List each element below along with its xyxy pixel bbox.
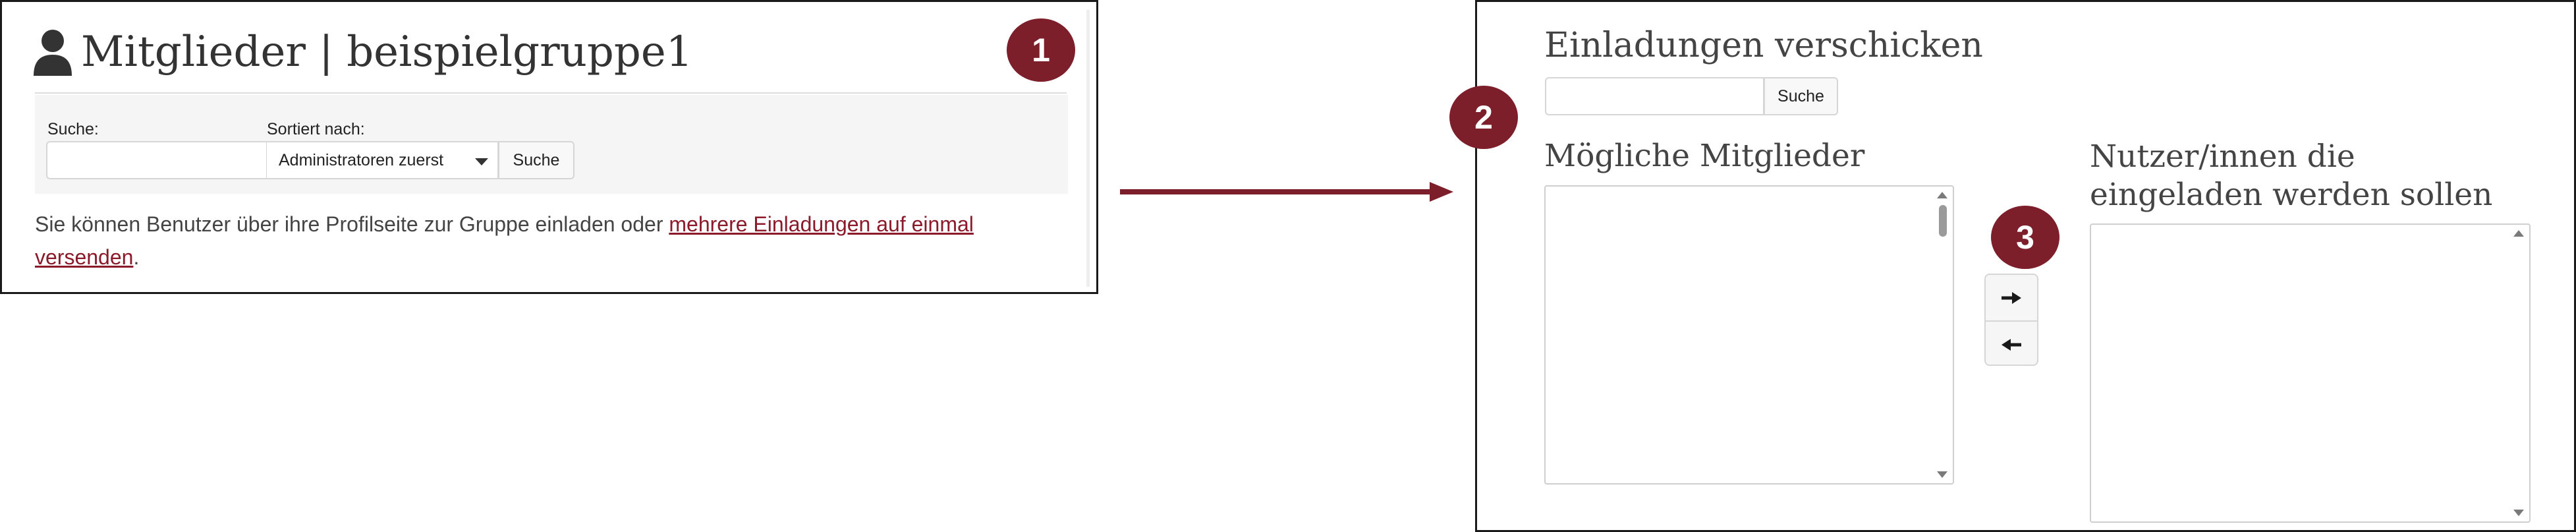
possible-members-listbox[interactable] xyxy=(1544,185,1954,485)
move-buttons xyxy=(1984,274,2038,366)
multiple-invites-link[interactable]: mehrere Einladungen auf einmal versenden xyxy=(35,212,974,269)
remove-from-invitees-button[interactable] xyxy=(1986,320,2037,365)
scroll-up-icon[interactable] xyxy=(1937,192,1947,198)
info-text-body: Sie können Benutzer über ihre Profilseit… xyxy=(35,212,669,236)
person-icon xyxy=(34,30,72,76)
page-title: Mitglieder | beispielgruppe1 xyxy=(81,28,693,76)
invitees-title: Nutzer/innen die eingeladen werden solle… xyxy=(2090,138,2493,213)
members-panel: Mitglieder | beispielgruppe1 Suche: Sort… xyxy=(0,0,1098,294)
sort-label: Sortiert nach: xyxy=(267,120,365,138)
arrow-right-icon xyxy=(2002,291,2021,304)
members-search-button[interactable]: Suche xyxy=(498,141,574,179)
possible-members-title: Mögliche Mitglieder xyxy=(1544,138,1865,174)
step-badge-3: 3 xyxy=(1991,206,2059,269)
invite-search-button[interactable]: Suche xyxy=(1764,77,1838,115)
members-search-input[interactable] xyxy=(46,141,267,179)
info-text-end: . xyxy=(133,245,140,269)
page-scrollbar[interactable] xyxy=(1086,10,1090,287)
invitees-listbox[interactable] xyxy=(2090,223,2531,523)
scroll-down-icon[interactable] xyxy=(1937,471,1947,478)
invite-search-input[interactable] xyxy=(1545,77,1764,115)
caret-down-icon xyxy=(475,158,488,165)
add-to-invitees-button[interactable] xyxy=(1986,275,2037,320)
invite-title: Einladungen verschicken xyxy=(1544,26,1983,65)
search-label: Suche: xyxy=(47,120,99,138)
scrollbar-thumb[interactable] xyxy=(1939,205,1947,237)
flow-arrow-icon xyxy=(1120,182,1453,202)
scroll-up-icon[interactable] xyxy=(2513,230,2524,237)
members-search-form: Suche: Sortiert nach: Administratoren zu… xyxy=(35,95,1068,194)
page-header: Mitglieder | beispielgruppe1 xyxy=(32,26,692,78)
step-badge-1: 1 xyxy=(1007,18,1075,82)
sort-select-value: Administratoren zuerst xyxy=(279,150,444,169)
arrow-left-icon xyxy=(2002,338,2021,351)
invite-info-text: Sie können Benutzer über ihre Profilseit… xyxy=(35,208,1063,274)
header-divider xyxy=(35,92,1067,94)
step-badge-2: 2 xyxy=(1449,86,1518,149)
sort-select[interactable]: Administratoren zuerst xyxy=(267,141,499,179)
scroll-down-icon[interactable] xyxy=(2513,510,2524,516)
